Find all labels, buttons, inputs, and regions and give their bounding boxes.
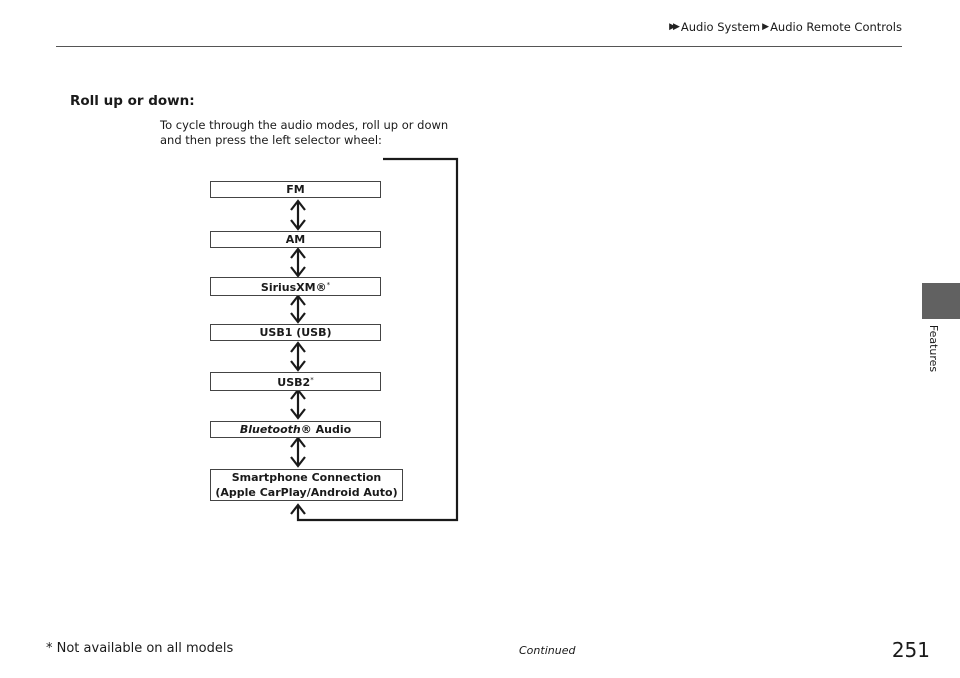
mode-siriusxm: SiriusXM®* (210, 277, 381, 296)
mode-bluetooth-audio: Bluetooth® Audio (210, 421, 381, 438)
bidirectional-arrow-icon (290, 436, 306, 468)
triangle-icon: ▶ (762, 22, 769, 32)
bidirectional-arrow-icon (290, 388, 306, 420)
breadcrumb: ▶▶ Audio System ▶ Audio Remote Controls (669, 20, 902, 34)
section-heading: Roll up or down: (70, 93, 195, 109)
bidirectional-arrow-icon (290, 247, 306, 278)
loop-arrow-icon (290, 157, 459, 522)
mode-am: AM (210, 231, 381, 248)
header-rule (56, 46, 902, 47)
footnote: * Not available on all models (46, 641, 234, 656)
bidirectional-arrow-icon (290, 294, 306, 324)
asterisk-marker: * (326, 281, 331, 289)
bidirectional-arrow-icon (290, 341, 306, 372)
mode-usb1: USB1 (USB) (210, 324, 381, 341)
instruction-text: To cycle through the audio modes, roll u… (160, 118, 480, 148)
double-triangle-icon: ▶▶ (669, 22, 680, 32)
continued-label: Continued (519, 644, 576, 657)
bidirectional-arrow-icon (290, 199, 306, 231)
breadcrumb-subsection[interactable]: Audio Remote Controls (770, 20, 902, 34)
breadcrumb-section[interactable]: Audio System (680, 20, 761, 34)
asterisk-marker: * (310, 376, 314, 384)
side-tab-marker (922, 283, 960, 319)
mode-fm: FM (210, 181, 381, 198)
mode-smartphone-connection: Smartphone Connection (Apple CarPlay/And… (210, 469, 403, 501)
instruction-line-2: and then press the left selector wheel: (160, 133, 382, 147)
mode-usb2: USB2* (210, 372, 381, 391)
instruction-line-1: To cycle through the audio modes, roll u… (160, 118, 449, 132)
page-number: 251 (891, 638, 930, 662)
